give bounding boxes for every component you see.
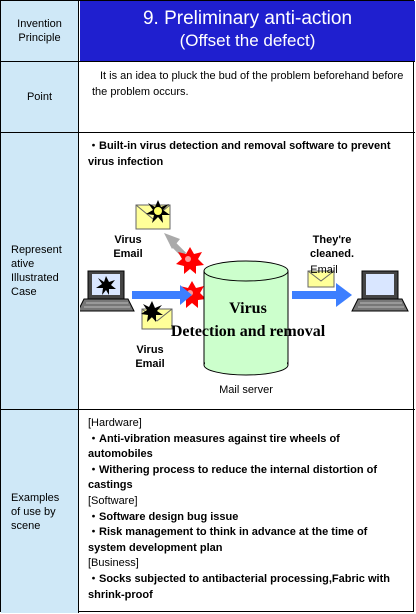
- point-description: It is an idea to pluck the bud of the pr…: [80, 62, 415, 132]
- virus-email-label-bottom: Virus Email: [135, 344, 165, 370]
- point-label: Point: [1, 62, 79, 132]
- case-label-line: Illustrated: [11, 272, 59, 284]
- outgoing-arrow-icon: [292, 283, 352, 307]
- cylinder-label-virus: Virus: [229, 300, 267, 317]
- case-label-text: Represent ative Illustrated Case: [11, 243, 62, 299]
- mail-server-cylinder-icon: [203, 260, 289, 376]
- infected-email-icon: [141, 301, 173, 330]
- list-item: ・Software design bug issue: [88, 510, 239, 523]
- examples-list: [Hardware] ・Anti-vibration measures agai…: [80, 410, 415, 613]
- mail-server-label: Mail server: [219, 384, 273, 396]
- infected-email-icon: [135, 200, 171, 230]
- cylinder-label-detection: Detection and removal: [171, 323, 326, 340]
- illustrated-case: ・Built-in virus detection and removal so…: [80, 133, 415, 409]
- page-subtitle: (Offset the defect): [179, 31, 316, 50]
- virus-email-label-top: Virus Email: [113, 234, 143, 260]
- page-title: 9. Preliminary anti-action: [142, 8, 353, 29]
- list-item: ・Anti-vibration measures against tire wh…: [88, 432, 340, 461]
- point-text: It is an idea to pluck the bud of the pr…: [92, 70, 404, 98]
- case-caption: ・Built-in virus detection and removal so…: [88, 140, 391, 168]
- laptop-icon: [351, 270, 409, 312]
- list-item: ・Socks subjected to antibacterial proces…: [88, 572, 390, 601]
- virus-diagram: Virus Detection and removal: [80, 200, 409, 376]
- invention-principle-label-text: Invention Principle: [17, 18, 62, 44]
- virus-icon: [176, 247, 204, 274]
- row-divider: [1, 409, 415, 410]
- category-heading: [Software]: [88, 494, 138, 507]
- row-divider: [1, 132, 415, 133]
- point-label-text: Point: [26, 91, 53, 103]
- invention-principle-label: Invention Principle: [1, 1, 79, 61]
- case-label-line: ative: [11, 258, 35, 270]
- examples-label: Examples of use by scene: [1, 410, 79, 613]
- examples-label-line: of use by: [11, 505, 56, 518]
- examples-label-text: Examples of use by scene: [11, 491, 59, 533]
- row-divider: [1, 61, 415, 62]
- examples-label-line: Examples: [11, 491, 60, 504]
- list-item: ・Withering process to reduce the interna…: [88, 463, 377, 492]
- cleaned-email-label: Email: [310, 264, 338, 276]
- category-heading: [Hardware]: [88, 417, 142, 429]
- cleaned-label: They're cleaned.: [309, 234, 355, 260]
- laptop-icon: [80, 270, 135, 312]
- examples-label-line: scene: [11, 519, 41, 532]
- title-banner: 9. Preliminary anti-action (Offset the d…: [80, 1, 415, 61]
- deflect-arrow-icon: [164, 233, 187, 258]
- case-label-line: Case: [11, 286, 37, 298]
- incoming-arrow-icon: [132, 285, 192, 305]
- case-label: Represent ative Illustrated Case: [1, 133, 79, 409]
- category-heading: [Business]: [88, 557, 139, 570]
- clean-email-icon: [307, 270, 335, 288]
- list-item: ・Risk management to think in advance at …: [88, 526, 368, 554]
- case-label-line: Represent: [11, 244, 62, 256]
